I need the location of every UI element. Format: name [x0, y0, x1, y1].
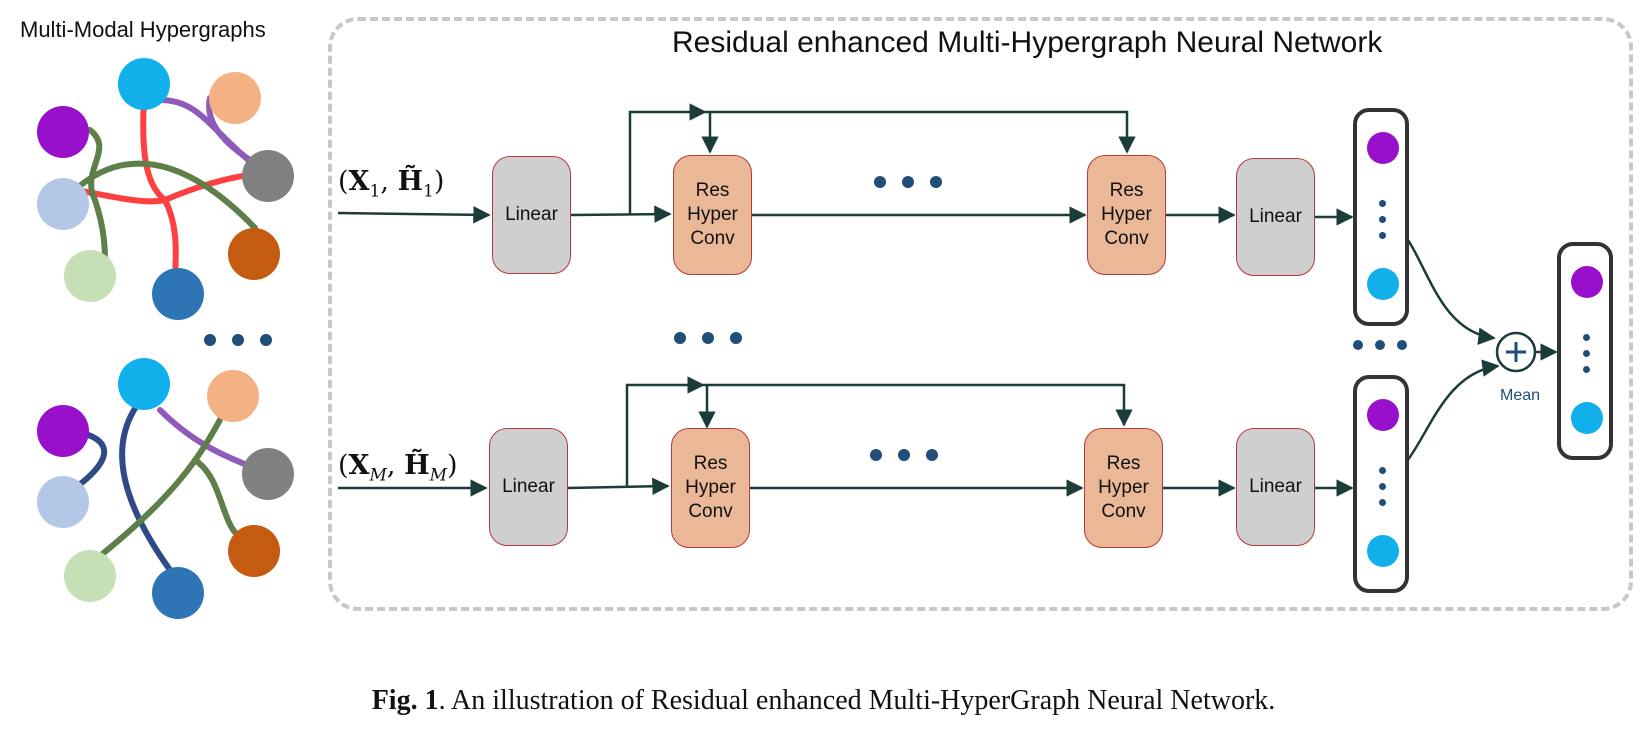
mean-label: Mean — [1500, 387, 1541, 404]
output-embedding-cyan — [1571, 402, 1603, 434]
bottom-row-arrows — [338, 359, 1500, 497]
hg1-node-peach — [209, 72, 261, 124]
bottom-embedding-purple — [1367, 399, 1399, 431]
hg2-node-orange — [228, 525, 280, 577]
hg2-node-lavender — [37, 476, 89, 528]
hg1-node-cyan — [118, 58, 170, 110]
figure-caption: Fig. 1. An illustration of Residual enha… — [371, 685, 1276, 716]
input-top-label: (X1, H̃1) — [338, 166, 445, 202]
output-embedding-purple — [1571, 266, 1603, 298]
hg1-node-blue — [152, 268, 204, 320]
hg1-node-purple — [37, 106, 89, 158]
hg2-node-peach — [207, 370, 259, 422]
network-panel — [328, 17, 1633, 611]
hg2-node-blue — [152, 567, 204, 619]
top-embedding — [1353, 108, 1409, 326]
hg1-node-gray — [242, 150, 294, 202]
hg2-node-purple — [37, 405, 89, 457]
top-linear-out: Linear — [1236, 158, 1315, 276]
hg2-node-gray — [242, 448, 294, 500]
hypergraphs-title: Multi-Modal Hypergraphs — [20, 17, 266, 42]
hg1-node-orange — [228, 228, 280, 280]
hg2-node-lightgreen — [64, 550, 116, 602]
ellipsis-dots — [204, 176, 1407, 461]
output-embedding — [1557, 242, 1613, 460]
top-embedding-cyan — [1367, 268, 1399, 300]
bottom-embedding — [1353, 375, 1409, 593]
hg1-node-lightgreen — [64, 250, 116, 302]
bottom-linear-out: Linear — [1236, 428, 1315, 546]
bottom-linear-in: Linear — [489, 428, 568, 546]
input-bottom-label: (XM, H̃M) — [338, 450, 458, 486]
bottom-embedding-cyan — [1367, 535, 1399, 567]
network-title: Residual enhanced Multi-Hypergraph Neura… — [672, 26, 1383, 59]
hg1-node-lavender — [37, 178, 89, 230]
mean-plus-icon — [1495, 331, 1537, 373]
top-embedding-purple — [1367, 132, 1399, 164]
hg2-node-cyan — [118, 358, 170, 410]
hypergraph-1-edges — [60, 81, 275, 288]
top-linear-in: Linear — [492, 156, 571, 274]
